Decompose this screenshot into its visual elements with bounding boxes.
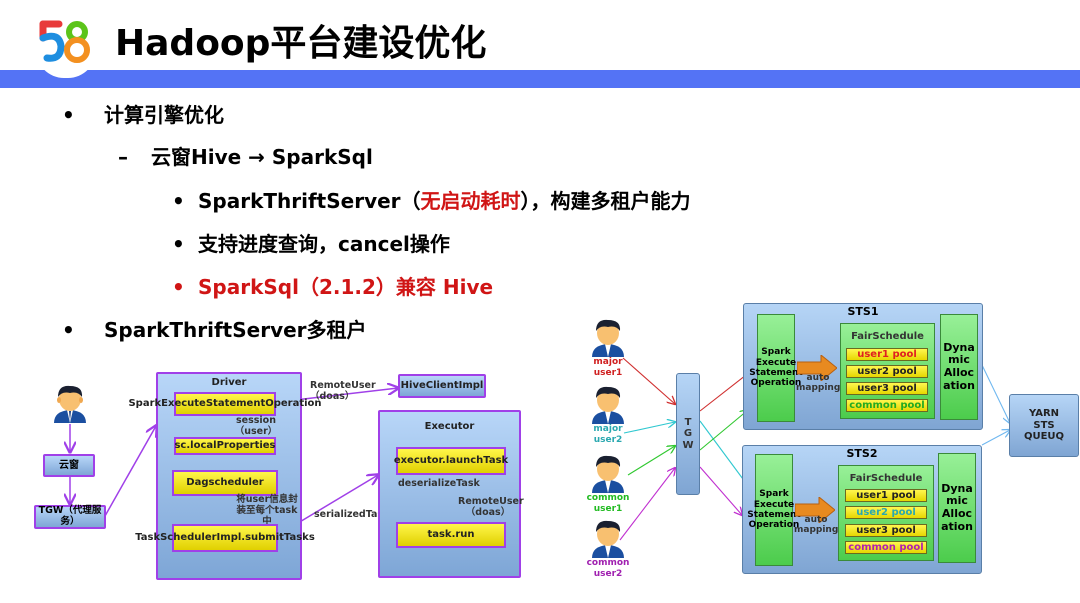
driver-title: Driver [211, 377, 247, 388]
bullet-text: 计算引擎优化 [104, 103, 224, 127]
bullet-mark: • [172, 232, 185, 256]
bullet-mark: • [62, 103, 75, 127]
user-label-major-user2: major user2 [583, 424, 633, 446]
pool-label: user3 pool [857, 382, 917, 394]
page-title: Hadoop平台建设优化 [115, 23, 487, 64]
edge-label-remote-user-doas: RemoteUser（doas） [310, 380, 376, 402]
bullet-mark: • [62, 318, 75, 342]
bullet-mark: • [172, 189, 185, 213]
pool-label: common pool [848, 541, 924, 553]
executor-title: Executor [424, 421, 475, 432]
edge-label-session-user: session（user） [234, 415, 278, 437]
sts1-dynamic-allocation: Dynamic Allocation [940, 314, 978, 420]
sts1-title: STS1 [847, 305, 879, 318]
pool-label: user2 pool [856, 506, 916, 518]
sts1-mapping-label: auto mapping [796, 373, 841, 394]
highlight-text: 无启动耗时 [420, 189, 521, 213]
text-part: SparkThriftServer（ [198, 189, 421, 213]
tgw-proxy-node: TGW（代理服务） [34, 505, 106, 529]
sts2-mapping-label: auto mapping [794, 515, 839, 536]
edge-label-remote-user-doas-executor: RemoteUser（doas） [458, 496, 524, 518]
bullet-progress-query: • 支持进度查询，cancel操作 [172, 230, 450, 258]
driver-step-submit-tasks: TaskSchedulerImpl.submitTasks [135, 524, 315, 552]
yarn-sts-queue-node: YARN STS QUEUQ [1009, 394, 1079, 457]
bullet-thriftserver: • SparkThriftServer（无启动耗时），构建多租户能力 [172, 187, 691, 215]
pool-label: user1 pool [857, 348, 917, 360]
pool-label: common pool [849, 399, 925, 411]
hive-client-impl-node: HiveClientImpl [398, 374, 486, 398]
text-part: ），构建多租户能力 [520, 189, 691, 213]
sts1-pool-common: common pool [846, 399, 928, 412]
sts2-pool-user3: user3 pool [845, 524, 927, 537]
user-label-common-user2: common user2 [583, 558, 633, 580]
bullet-mark: • [172, 275, 185, 299]
sts1-pool-user3: user3 pool [846, 382, 928, 395]
bullet-compute-engine: • 计算引擎优化 [62, 101, 224, 129]
executor-step-launch-task: executor.launchTask [394, 447, 508, 475]
tgw-gateway-node: TGW [676, 373, 700, 495]
pool-label: user2 pool [857, 365, 917, 377]
user-name: major user2 [593, 424, 623, 445]
auto-mapping-arrow-icon [795, 497, 835, 523]
person-icon [592, 455, 624, 493]
edge-label-serialized-task: serializedTask [314, 509, 390, 520]
sts1-execute-statement: Spark Execute Statement Operation [749, 314, 803, 422]
user-name: common user2 [586, 558, 630, 579]
bullet-multi-tenant: • SparkThriftServer多租户 [62, 316, 367, 344]
sts2-execute-statement: Spark Execute Statement Operation [747, 454, 801, 566]
sts1-pool-user1: user1 pool [846, 348, 928, 361]
driver-step-execute-statement: SparkExecuteStatementOperation [128, 392, 322, 416]
person-icon [592, 386, 624, 424]
bullet-text: 支持进度查询，cancel操作 [198, 232, 450, 256]
bullet-text: SparkSql（2.1.2）兼容 Hive [198, 275, 494, 299]
yunchuang-node: 云窗 [43, 454, 95, 477]
edge-label-deserialize-task: deserializeTask [398, 478, 480, 489]
user-label-major-user1: major user1 [583, 357, 633, 379]
pool-label: user1 pool [856, 489, 916, 501]
auto-mapping-arrow-icon [797, 355, 837, 381]
user-name: common user1 [586, 493, 630, 514]
bullet-sparksql-compat: • SparkSql（2.1.2）兼容 Hive [172, 273, 493, 301]
sts1-pool-user2: user2 pool [846, 365, 928, 378]
header-bar [0, 70, 1080, 88]
executor-step-task-run: task.run [396, 522, 506, 548]
pool-label: user3 pool [856, 524, 916, 536]
sts2-pool-user1: user1 pool [845, 489, 927, 502]
person-icon [592, 319, 624, 357]
sts2-pool-common: common pool [845, 541, 927, 554]
bullet-text: 云窗Hive → SparkSql [151, 145, 373, 169]
bullet-text: SparkThriftServer（无启动耗时），构建多租户能力 [198, 189, 691, 213]
logo-58-icon [39, 20, 90, 63]
edge-label-encapsulate-user: 将user信息封装至每个task中 [236, 494, 298, 527]
person-icon [592, 520, 624, 558]
bullet-mark: – [118, 145, 128, 169]
person-icon [54, 385, 86, 423]
sts2-dynamic-allocation: Dynamic Allocation [938, 453, 976, 563]
driver-step-local-properties: sc.localProperties [174, 437, 276, 455]
sts2-title: STS2 [846, 447, 878, 460]
driver-step-dagscheduler: Dagscheduler [172, 470, 278, 496]
bullet-text: SparkThriftServer多租户 [104, 318, 367, 342]
bullet-hive-to-sparksql: – 云窗Hive → SparkSql [118, 143, 373, 171]
user-label-common-user1: common user1 [583, 493, 633, 515]
user-name: major user1 [593, 357, 623, 378]
fair-schedule-title: FairSchedule [849, 473, 923, 484]
executor-container: Executor [378, 410, 521, 578]
sts2-pool-user2: user2 pool [845, 506, 927, 519]
fair-schedule-title: FairSchedule [851, 331, 924, 342]
